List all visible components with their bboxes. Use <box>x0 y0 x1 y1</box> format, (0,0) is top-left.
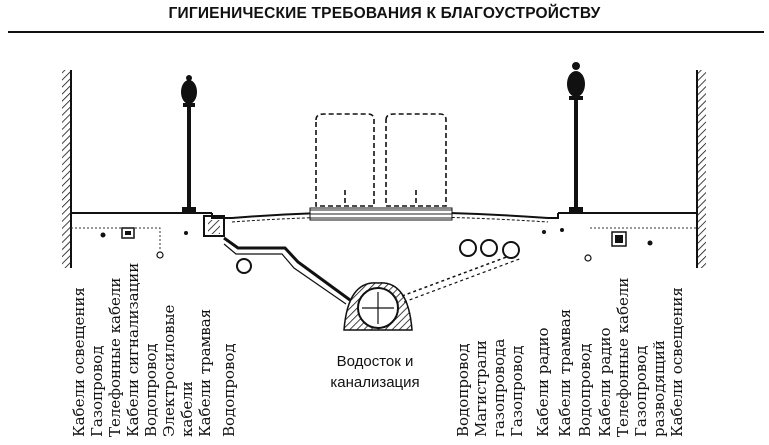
right-label-2: Магистрали <box>472 340 490 437</box>
left-label-3: Телефонные кабели <box>106 277 124 437</box>
right-label-8: Кабели радио <box>596 327 614 437</box>
right-label-4: Газопровод <box>508 345 526 437</box>
left-label-2: Газопровод <box>88 345 106 437</box>
left-label-4: Кабели сигнализации <box>124 262 142 437</box>
left-label-5: Водопровод <box>142 343 160 437</box>
sewer-collector <box>343 282 413 331</box>
left-label-7: кабели <box>178 381 196 437</box>
left-cable-markers <box>100 227 188 259</box>
underground-utility-zones <box>71 227 697 250</box>
right-label-10: Газопровод <box>632 345 650 437</box>
storm-drain-pipe <box>223 236 351 302</box>
left-label-1: Кабели освещения <box>70 287 88 437</box>
right-label-9: Телефонные кабели <box>614 277 632 437</box>
storm-drain-inlet <box>203 215 225 237</box>
right-building-wall <box>696 70 706 268</box>
center-caption-line-2: канализация <box>330 374 420 391</box>
left-label-9: Водопровод <box>220 343 238 437</box>
page-title: ГИГИЕНИЧЕСКИЕ ТРЕБОВАНИЯ К БЛАГОУСТРОЙСТ… <box>168 5 601 22</box>
tram-car-left <box>315 113 375 207</box>
left-label-6: Электросиловые <box>160 304 178 437</box>
tram-track-bed <box>309 207 453 221</box>
right-label-3: газопровода <box>490 338 508 437</box>
left-label-8: Кабели трамвая <box>196 308 214 437</box>
right-label-6: Кабели трамвая <box>556 308 574 437</box>
right-cable-markers <box>542 228 653 262</box>
sewer-branch-pipe <box>401 251 521 297</box>
header-rule <box>8 31 764 33</box>
page-header: ГИГИЕНИЧЕСКИЕ ТРЕБОВАНИЯ К БЛАГОУСТРОЙСТ… <box>0 0 769 34</box>
right-label-12: Кабели освещения <box>668 287 686 437</box>
right-label-11: разводящий <box>650 340 668 437</box>
center-caption: Водосток и канализация <box>300 351 450 393</box>
right-label-5: Кабели радио <box>534 327 552 437</box>
right-label-1: Водопровод <box>454 343 472 437</box>
right-street-lamp <box>567 62 585 214</box>
water-pipe-left <box>236 258 252 274</box>
left-street-lamp <box>181 75 197 214</box>
gas-main-pipes <box>459 239 520 259</box>
tram-car-right <box>385 113 447 207</box>
left-building-wall <box>62 70 72 268</box>
right-label-7: Водопровод <box>576 343 594 437</box>
center-caption-line-1: Водосток и <box>336 353 414 370</box>
